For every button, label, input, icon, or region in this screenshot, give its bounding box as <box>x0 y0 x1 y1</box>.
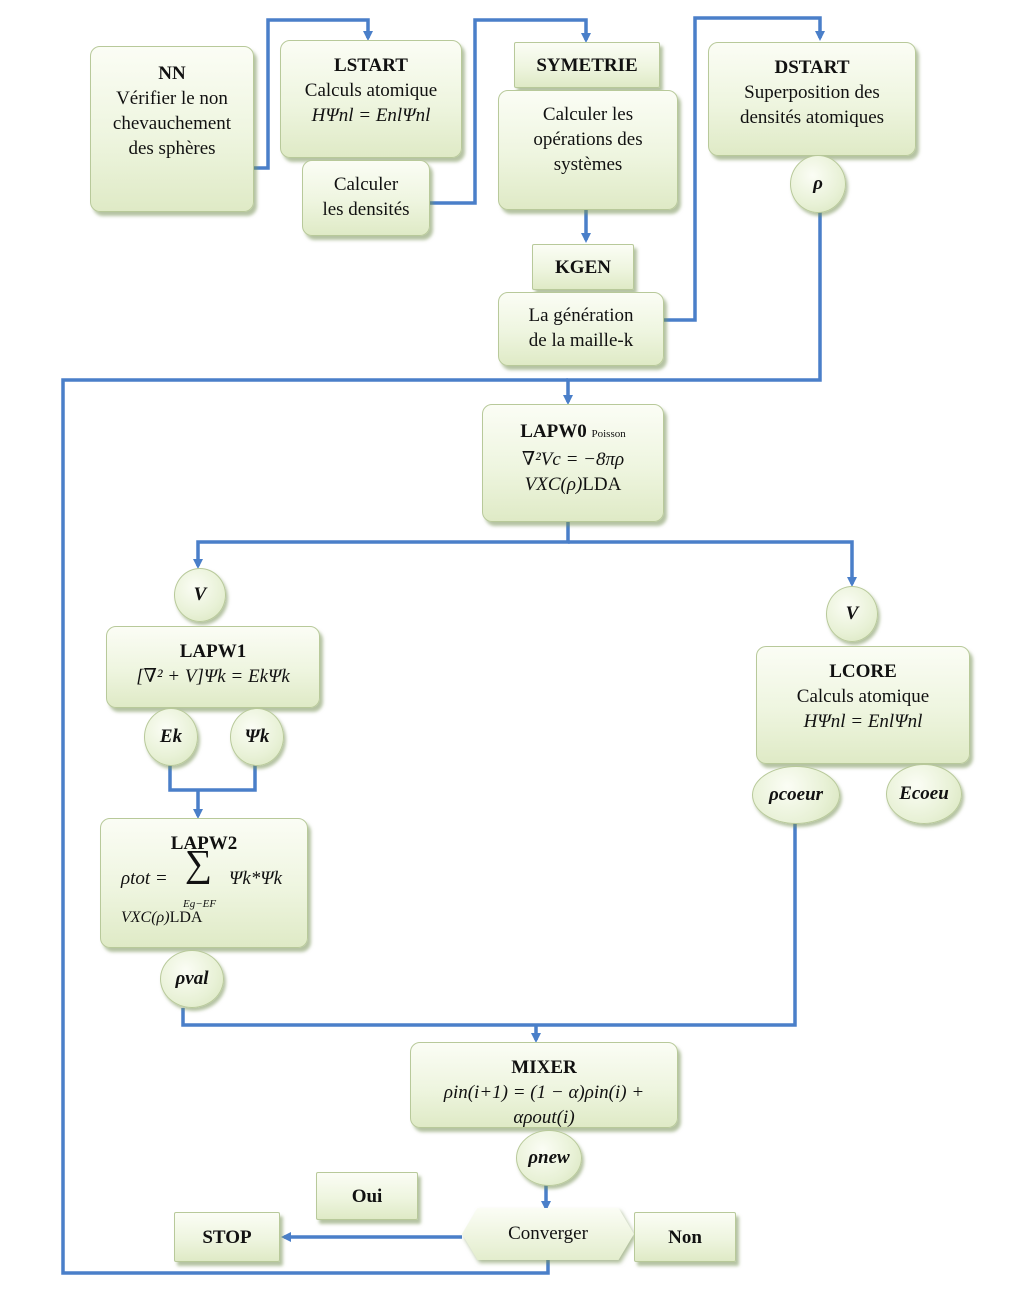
oui-box: Oui <box>316 1172 418 1220</box>
converger-box: Converger <box>462 1208 634 1260</box>
wire-ek-psik-lapw2 <box>168 765 257 816</box>
lstart-title: LSTART <box>334 55 408 76</box>
lstart-line: Calculs atomique <box>304 80 438 101</box>
calc-dens-line-1: Calculer <box>333 174 399 195</box>
e-coeu-label: Ecoeu <box>899 783 949 804</box>
symetrie-header: SYMETRIE <box>514 42 660 88</box>
lapw2-box: LAPW2 ρtot = ∑ Eg−EF Ψk*Ψk VXC(ρ)LDA <box>100 818 308 948</box>
wire-lapw0-right <box>568 540 857 587</box>
lapw0-equation-1: ∇²Vc = −8πρ <box>521 449 625 470</box>
lapw0-equation-2: VXC(ρ)LDA <box>483 472 663 497</box>
lapw2-equation: ρtot = ∑ Eg−EF Ψk*Ψk <box>101 845 307 910</box>
nn-line-1: Vérifier le non <box>116 88 228 109</box>
rho-new-label: ρnew <box>528 1147 570 1168</box>
lapw0-box: LAPW0 Poisson ∇²Vc = −8πρ VXC(ρ)LDA <box>482 404 664 522</box>
psik-label: Ψk <box>244 726 270 747</box>
wire-loop-back <box>61 378 568 1275</box>
nn-line-3: des sphères <box>128 138 216 159</box>
symetrie-title: SYMETRIE <box>536 55 638 76</box>
nn-title: NN <box>158 63 186 84</box>
ek-label: Ek <box>159 726 183 747</box>
converger-shape: Converger <box>462 1208 634 1260</box>
v-right-label: V <box>845 603 859 624</box>
lcore-equation: HΨnl = EnlΨnl <box>803 711 923 732</box>
symetrie-line-2: opérations des <box>533 129 643 150</box>
lapw2-eq-left: ρtot = <box>121 868 168 889</box>
non-box: Non <box>634 1212 736 1262</box>
converger-label: Converger <box>508 1223 588 1244</box>
calculer-densites-box: Calculer les densités <box>302 160 430 236</box>
oui-label: Oui <box>351 1186 383 1207</box>
symetrie-line-3: systèmes <box>553 154 623 175</box>
kgen-title: KGEN <box>555 257 611 278</box>
calc-dens-line-2: les densités <box>322 199 410 220</box>
mixer-box: MIXER ρin(i+1) = (1 − α)ρin(i) + αρout(i… <box>410 1042 678 1128</box>
lcore-line: Calculs atomique <box>796 686 930 707</box>
lapw0-title: LAPW0 <box>520 421 587 442</box>
v-left-label: V <box>193 584 207 605</box>
lapw2-sum-range: Eg−EF <box>183 898 217 910</box>
lapw1-title: LAPW1 <box>179 641 247 662</box>
lapw1-box: LAPW1 [∇² + V]Ψk = EkΨk <box>106 626 320 708</box>
lapw2-title: LAPW2 <box>170 833 238 854</box>
psik-circle: Ψk <box>230 708 284 766</box>
e-coeu-circle: Ecoeu <box>886 764 962 824</box>
kgen-header: KGEN <box>532 244 634 290</box>
wire-kgen-dstart <box>662 16 825 322</box>
rho-label: ρ <box>813 173 823 194</box>
v-left-circle: V <box>174 568 226 622</box>
dstart-title: DSTART <box>774 57 850 78</box>
lapw2-vxc-row: VXC(ρ)LDA <box>101 908 307 928</box>
wire-nn-lstart <box>252 18 373 170</box>
kgen-line-1: La génération <box>528 305 634 326</box>
dstart-line-2: densités atomiques <box>739 107 885 128</box>
lapw1-equation: [∇² + V]Ψk = EkΨk <box>136 666 290 687</box>
lapw2-lda: LDA <box>169 909 203 926</box>
dstart-line-1: Superposition des <box>744 82 880 103</box>
rho-coeur-label: ρcoeur <box>768 784 824 805</box>
stop-label: STOP <box>202 1227 252 1248</box>
dstart-box: DSTART Superposition des densités atomiq… <box>708 42 916 156</box>
lapw2-sum-sign: ∑ <box>185 843 213 885</box>
wire-dens-symetrie <box>428 18 591 205</box>
ek-circle: Ek <box>144 708 198 766</box>
lapw0-title-row: LAPW0 Poisson <box>483 419 663 447</box>
kgen-box: La génération de la maille-k <box>498 292 664 366</box>
rho-new-circle: ρnew <box>516 1130 582 1186</box>
kgen-line-2: de la maille-k <box>528 330 634 351</box>
nn-box: NN Vérifier le non chevauchement des sph… <box>90 46 254 212</box>
wire-rho-lapw0 <box>563 212 822 405</box>
v-right-circle: V <box>826 586 878 642</box>
lapw0-tag: Poisson <box>591 428 626 440</box>
rho-coeur-circle: ρcoeur <box>752 766 840 824</box>
mixer-title: MIXER <box>511 1057 577 1078</box>
nn-line-2: chevauchement <box>112 113 232 134</box>
non-label: Non <box>668 1227 702 1248</box>
symetrie-line-1: Calculer les <box>542 104 634 125</box>
lstart-box: LSTART Calculs atomique HΨnl = EnlΨnl <box>280 40 462 158</box>
lstart-equation: HΨnl = EnlΨnl <box>311 105 431 126</box>
rho-val-label: ρval <box>175 968 209 989</box>
rho-circle: ρ <box>790 155 846 213</box>
lcore-title: LCORE <box>829 661 897 682</box>
mixer-equation: ρin(i+1) = (1 − α)ρin(i) + αρout(i) <box>443 1082 645 1128</box>
lcore-box: LCORE Calculs atomique HΨnl = EnlΨnl <box>756 646 970 764</box>
wire-val-coeur-mixer <box>181 822 797 1040</box>
lapw0-lda: LDA <box>582 474 622 495</box>
lapw2-eq-right: Ψk*Ψk <box>229 868 283 889</box>
lapw2-vxc: VXC(ρ) <box>121 909 170 926</box>
rho-val-circle: ρval <box>160 950 224 1008</box>
lapw0-vxc: VXC(ρ) <box>524 474 583 495</box>
stop-box: STOP <box>174 1212 280 1262</box>
wire-lapw0-split <box>193 522 570 569</box>
symetrie-box: Calculer les opérations des systèmes <box>498 90 678 210</box>
